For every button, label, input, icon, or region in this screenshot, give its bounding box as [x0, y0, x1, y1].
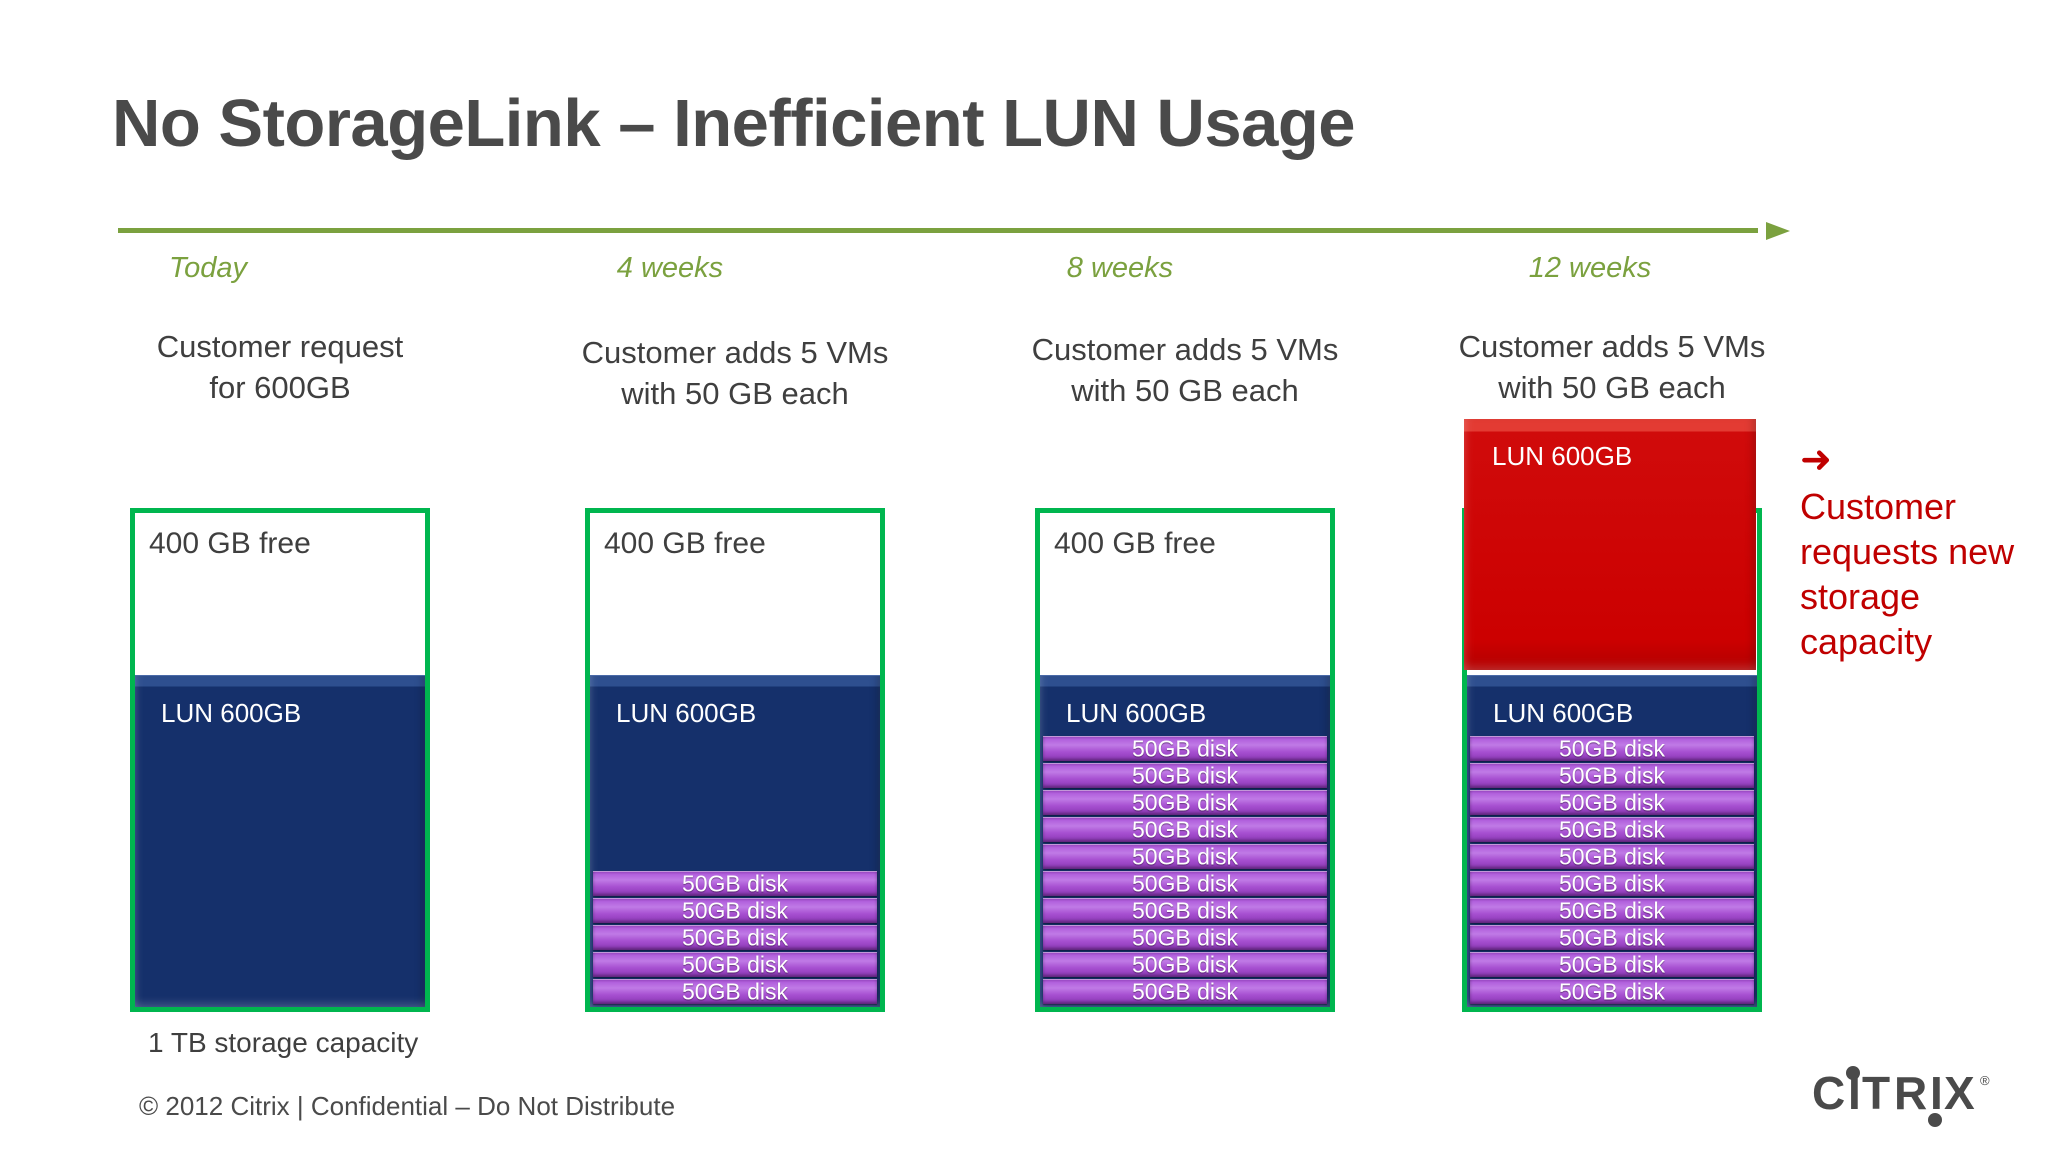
right-arrow-icon: [1766, 222, 1790, 240]
timeline-label-4-weeks: 4 weeks: [616, 252, 724, 284]
disk-bar-label: 50GB disk: [1131, 816, 1239, 842]
disk-bar-label: 50GB disk: [1558, 735, 1666, 761]
disk-bar-label: 50GB disk: [1131, 951, 1239, 977]
disk-bar-label: 50GB disk: [1558, 762, 1666, 788]
disk-bar: 50GB disk: [1470, 897, 1754, 923]
disk-bar-label: 50GB disk: [1131, 789, 1239, 815]
lun-label: LUN 600GB: [616, 698, 757, 728]
disk-bar-label: 50GB disk: [1131, 897, 1239, 923]
disk-bar-label: 50GB disk: [1558, 816, 1666, 842]
disk-bar-label: 50GB disk: [1131, 843, 1239, 869]
disk-bar: 50GB disk: [1470, 762, 1754, 788]
right-arrow-icon: ➜: [1800, 437, 1832, 481]
disk-bar: 50GB disk: [1470, 951, 1754, 977]
copyright-notice: © 2012 Citrix | Confidential – Do Not Di…: [139, 1091, 676, 1121]
disk-bar: 50GB disk: [1043, 897, 1327, 923]
citrix-logo: C I T R I X ®: [1812, 1065, 2012, 1127]
timeline-label-8-weeks: 8 weeks: [1066, 252, 1174, 284]
disk-bar: 50GB disk: [1043, 870, 1327, 896]
disk-bar-label: 50GB disk: [1558, 789, 1666, 815]
disk-bar: 50GB disk: [593, 951, 877, 977]
page-title: No StorageLink – Inefficient LUN Usage: [112, 86, 1356, 161]
timeline-label-today: Today: [169, 252, 247, 284]
disk-bar-label: 50GB disk: [1558, 951, 1666, 977]
disk-bar-label: 50GB disk: [681, 978, 789, 1004]
disk-bar: 50GB disk: [1043, 924, 1327, 950]
disk-bar: 50GB disk: [1470, 870, 1754, 896]
disk-bar: 50GB disk: [1470, 978, 1754, 1004]
svg-text:C: C: [1812, 1067, 1844, 1119]
disk-bar-label: 50GB disk: [681, 870, 789, 896]
svg-text:R: R: [1894, 1067, 1927, 1119]
overflow-lun-label: LUN 600GB: [1492, 441, 1633, 471]
lun-label: LUN 600GB: [161, 698, 302, 728]
timeline-label-12-weeks: 12 weeks: [1528, 252, 1652, 284]
disk-bar-label: 50GB disk: [1558, 843, 1666, 869]
overflow-lun-block: LUN 600GB: [1464, 419, 1756, 670]
svg-text:®: ®: [1980, 1073, 1990, 1088]
svg-text:I: I: [1848, 1067, 1860, 1119]
disk-bar: 50GB disk: [1043, 762, 1327, 788]
lun-label: LUN 600GB: [1493, 698, 1634, 728]
disk-bar: 50GB disk: [1470, 816, 1754, 842]
disk-bar: 50GB disk: [1043, 789, 1327, 815]
disk-bar: 50GB disk: [593, 978, 877, 1004]
free-space-label: 400 GB free: [604, 527, 766, 560]
disk-bar-label: 50GB disk: [1131, 735, 1239, 761]
disk-bar-label: 50GB disk: [1558, 870, 1666, 896]
disk-bar-label: 50GB disk: [1131, 978, 1239, 1004]
free-space-label: 400 GB free: [149, 527, 311, 560]
disk-bar-label: 50GB disk: [1558, 924, 1666, 950]
disk-bar: 50GB disk: [1043, 978, 1327, 1004]
disk-bar: 50GB disk: [1043, 843, 1327, 869]
disk-bar: 50GB disk: [1470, 924, 1754, 950]
disk-bar: 50GB disk: [1470, 843, 1754, 869]
svg-text:X: X: [1944, 1067, 1975, 1119]
lun-label: LUN 600GB: [1066, 698, 1207, 728]
disk-bar-label: 50GB disk: [681, 897, 789, 923]
timeline-line: [118, 228, 1758, 233]
disk-bar: 50GB disk: [593, 897, 877, 923]
disk-bar: 50GB disk: [593, 924, 877, 950]
disk-bar-label: 50GB disk: [681, 924, 789, 950]
disk-bar: 50GB disk: [1043, 816, 1327, 842]
storage-column-today: 400 GB free LUN 600GB: [130, 508, 430, 1012]
disk-bar: 50GB disk: [1470, 789, 1754, 815]
free-space-label: 400 GB free: [1054, 527, 1216, 560]
disk-bar-label: 50GB disk: [1558, 978, 1666, 1004]
annotation-text: Customer requests new storage capacity: [1800, 486, 2015, 662]
disk-bar-label: 50GB disk: [1131, 924, 1239, 950]
annotation-callout: ➜ Customer requests new storage capacity: [1800, 440, 2030, 664]
disk-bar: 50GB disk: [593, 870, 877, 896]
disk-bar: 50GB disk: [1043, 735, 1327, 761]
svg-text:I: I: [1930, 1067, 1942, 1119]
storage-capacity-note: 1 TB storage capacity: [148, 1027, 419, 1058]
timeline-arrow: [118, 222, 1790, 240]
svg-text:T: T: [1862, 1067, 1890, 1119]
disk-bar-label: 50GB disk: [1131, 870, 1239, 896]
disk-bar-label: 50GB disk: [681, 951, 789, 977]
disk-bar-label: 50GB disk: [1558, 897, 1666, 923]
lun-block: LUN 600GB: [135, 675, 425, 1007]
disk-bar: 50GB disk: [1043, 951, 1327, 977]
disk-bar: 50GB disk: [1470, 735, 1754, 761]
disk-bar-label: 50GB disk: [1131, 762, 1239, 788]
